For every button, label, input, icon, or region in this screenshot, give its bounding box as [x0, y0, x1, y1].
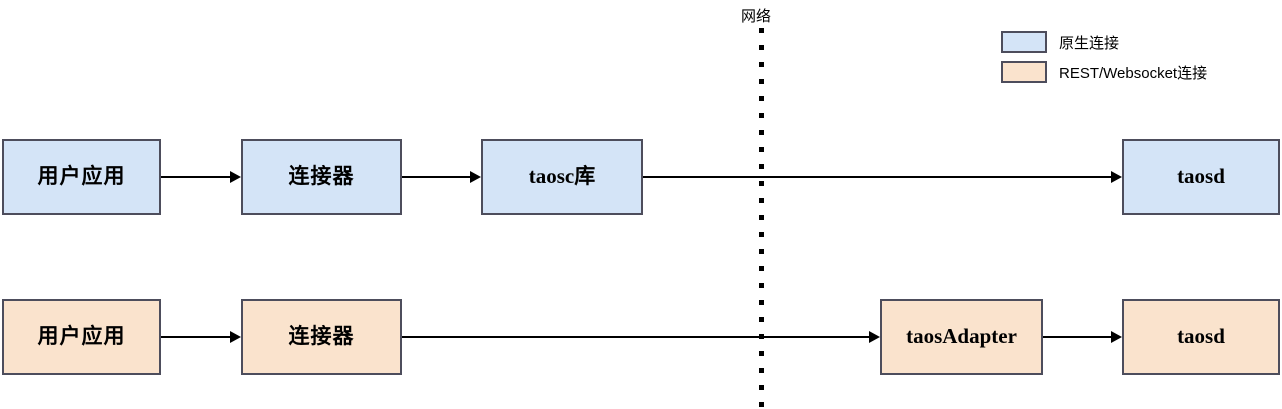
- node-connector-rest[interactable]: 连接器: [241, 299, 402, 375]
- arrowhead-icon: [1111, 331, 1122, 343]
- edge-adapter-to-taosd: [1043, 336, 1111, 338]
- arrowhead-icon: [230, 331, 241, 343]
- edge-taosc-to-taosd: [643, 176, 1111, 178]
- legend-label: 原生连接: [1059, 34, 1120, 52]
- node-taosd-native[interactable]: taosd: [1122, 139, 1280, 215]
- legend-item-rest: REST/Websocket连接: [1001, 61, 1207, 83]
- node-taosd-rest[interactable]: taosd: [1122, 299, 1280, 375]
- node-user-app-native[interactable]: 用户应用: [2, 139, 161, 215]
- network-divider-label: 网络: [741, 9, 772, 25]
- node-label: taosd: [1177, 164, 1225, 189]
- edge-userapp-to-connector-rest: [161, 336, 230, 338]
- edge-userapp-to-connector-native: [161, 176, 230, 178]
- legend-item-native: 原生连接: [1001, 31, 1207, 53]
- node-label: 用户应用: [37, 325, 126, 349]
- arrowhead-icon: [869, 331, 880, 343]
- connection-type-legend: 原生连接 REST/Websocket连接: [1001, 31, 1207, 91]
- legend-label: REST/Websocket连接: [1059, 64, 1208, 82]
- node-label: 用户应用: [37, 165, 126, 189]
- legend-swatch-native-icon: [1001, 31, 1047, 53]
- node-label: taosAdapter: [906, 324, 1017, 349]
- arrowhead-icon: [230, 171, 241, 183]
- node-label: taosd: [1177, 324, 1225, 349]
- node-label: taosc库: [528, 164, 596, 189]
- node-label: 连接器: [288, 165, 355, 189]
- edge-connector-to-adapter: [402, 336, 869, 338]
- arrowhead-icon: [470, 171, 481, 183]
- legend-swatch-rest-icon: [1001, 61, 1047, 83]
- network-divider-line: [759, 28, 764, 409]
- arrowhead-icon: [1111, 171, 1122, 183]
- node-taos-adapter[interactable]: taosAdapter: [880, 299, 1043, 375]
- node-user-app-rest[interactable]: 用户应用: [2, 299, 161, 375]
- node-connector-native[interactable]: 连接器: [241, 139, 402, 215]
- edge-connector-to-taosc: [402, 176, 470, 178]
- node-taosc-lib[interactable]: taosc库: [481, 139, 643, 215]
- node-label: 连接器: [288, 325, 355, 349]
